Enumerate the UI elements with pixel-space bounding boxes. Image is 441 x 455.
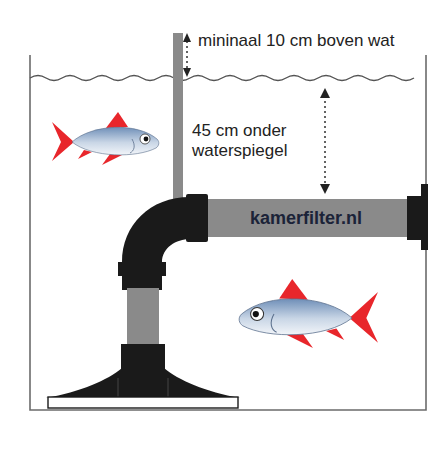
pipe-collar — [121, 344, 165, 370]
water-surface — [30, 76, 414, 81]
horizontal-pipe — [205, 199, 409, 237]
dimension-line — [324, 96, 325, 186]
fish — [52, 112, 159, 165]
dimension-label: 45 cm onder waterspiegel — [192, 121, 312, 162]
arrowhead — [183, 68, 191, 77]
pipe-collar — [118, 262, 166, 276]
arrowhead — [320, 184, 330, 194]
vertical-pipe — [127, 288, 159, 348]
fish — [239, 279, 378, 348]
pipe-collar — [186, 194, 208, 242]
suction-foot — [46, 368, 240, 398]
brand-text: kamerfilter.nl — [250, 208, 362, 229]
foot-ribs — [118, 378, 168, 397]
arrowhead — [183, 33, 191, 42]
dimension-line — [186, 41, 187, 70]
wall-flange — [421, 184, 428, 250]
pipe-fitting — [407, 196, 421, 240]
vent-tube — [173, 33, 183, 203]
tank-wall — [30, 55, 426, 410]
pipe-label-box: kamerfilter.nl — [205, 199, 407, 237]
arrowhead — [320, 88, 330, 98]
foot-base — [48, 397, 238, 408]
dimension-label: mininaal 10 cm boven wat — [198, 31, 395, 51]
